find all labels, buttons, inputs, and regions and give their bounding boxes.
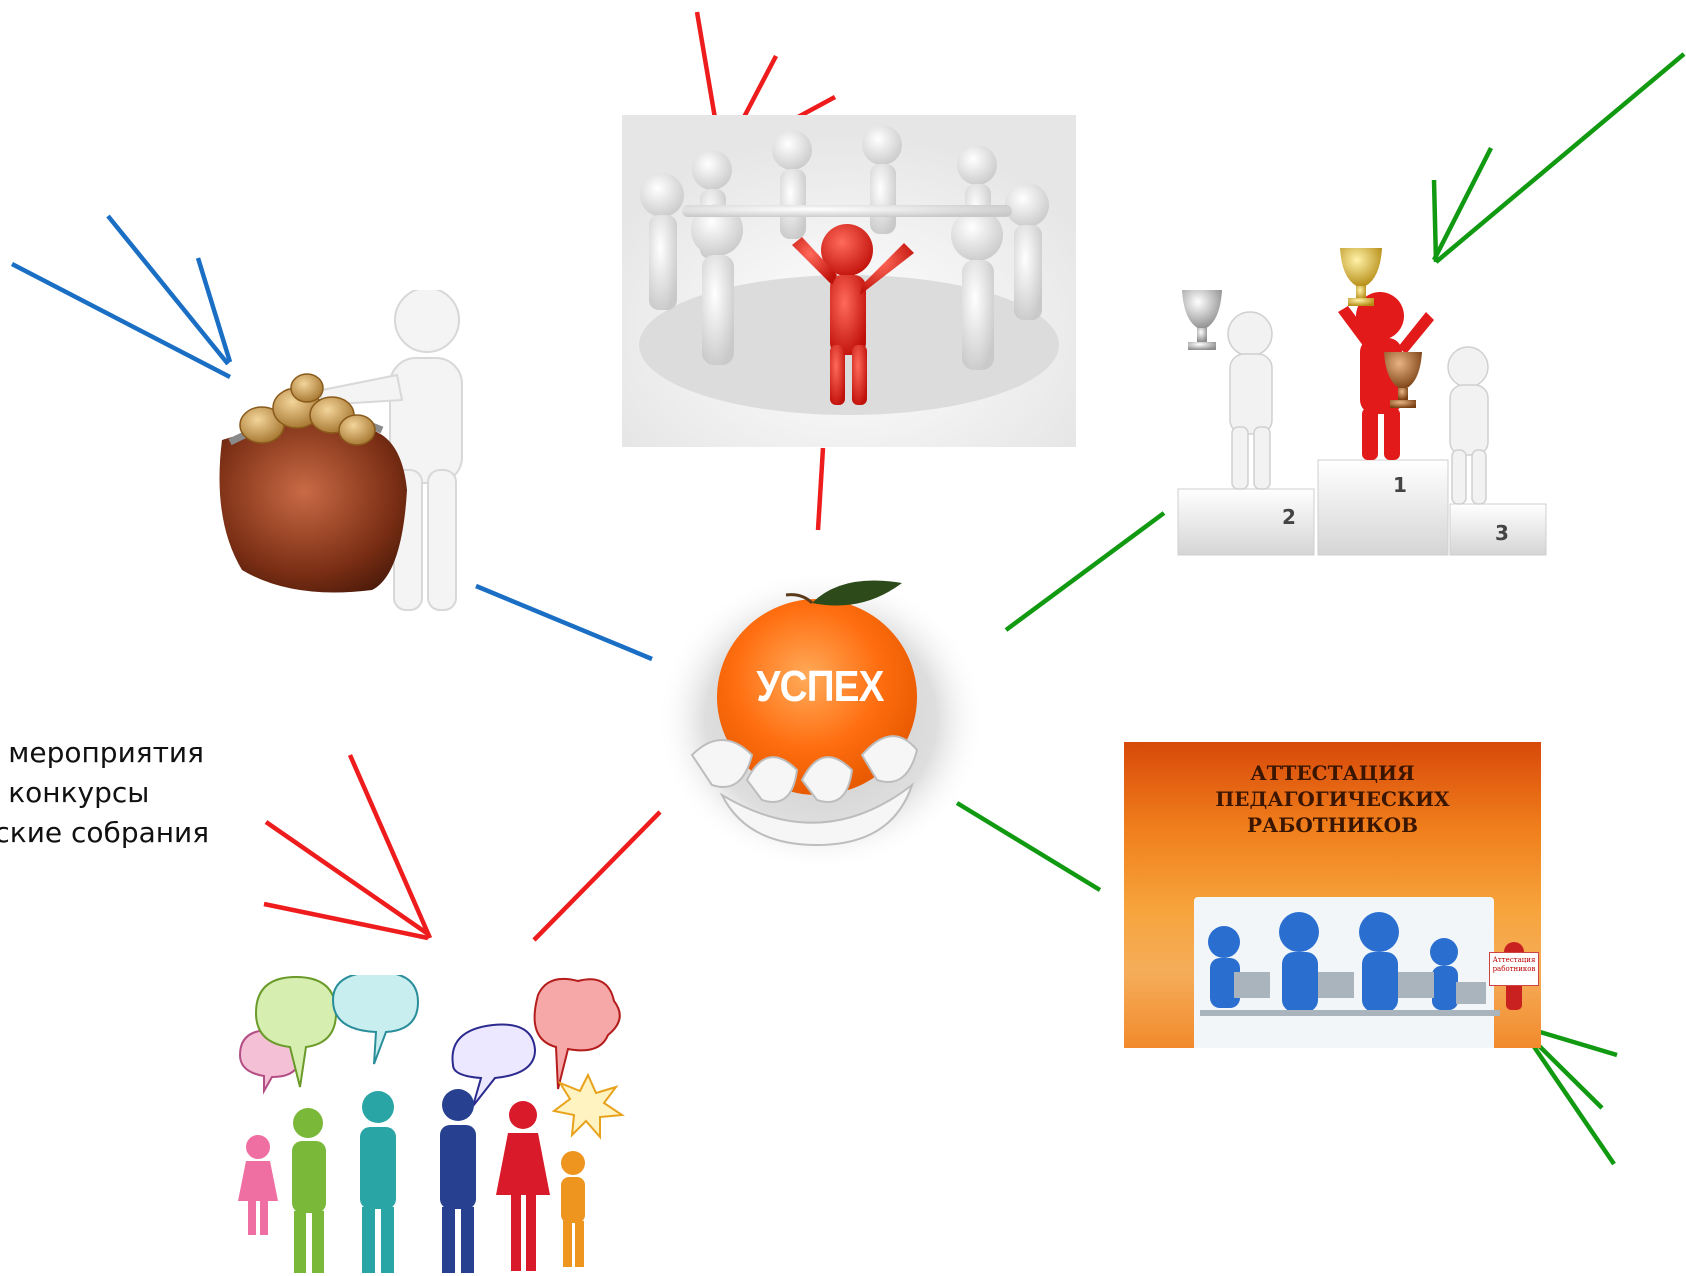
arrow-left-line bbox=[10, 262, 232, 379]
attestation-badge: Аттестация работников bbox=[1489, 952, 1539, 986]
banner-title-line: АТТЕСТАЦИЯ bbox=[1250, 761, 1415, 785]
arrow-top-right-line bbox=[1431, 179, 1439, 263]
connector-top-right bbox=[1004, 511, 1166, 632]
banner-title: АТТЕСТАЦИЯ ПЕДАГОГИЧЕСКИХ РАБОТНИКОВ bbox=[1124, 760, 1541, 838]
center-label: УСПЕХ bbox=[756, 662, 884, 711]
connector-bottom-right bbox=[955, 801, 1102, 892]
family-speech-bubbles-icon bbox=[238, 975, 625, 1273]
arrow-top-right-line bbox=[1431, 146, 1494, 262]
podium-place-3: 3 bbox=[1495, 521, 1509, 545]
arrow-left-line bbox=[106, 214, 230, 366]
banner-title-line: ПЕДАГОГИЧЕСКИХ bbox=[1215, 787, 1450, 811]
attestation-banner-icon: АТТЕСТАЦИЯ ПЕДАГОГИЧЕСКИХ РАБОТНИКОВ Атт… bbox=[1124, 742, 1541, 1048]
connector-top bbox=[815, 447, 826, 531]
event-list: ые мероприятия ые конкурсы льские собран… bbox=[0, 733, 340, 853]
connector-bottom-left bbox=[532, 810, 662, 942]
arrow-bottom-left-line bbox=[263, 901, 429, 941]
arrow-bottom-left-line bbox=[264, 820, 430, 936]
podium-place-1: 1 bbox=[1393, 473, 1407, 497]
podium-place-2: 2 bbox=[1282, 505, 1296, 529]
badge-line: работников bbox=[1492, 965, 1536, 973]
list-item: льские собрания bbox=[0, 816, 210, 849]
list-item: ые конкурсы bbox=[0, 776, 150, 809]
team-circle-leader-icon bbox=[622, 115, 1076, 447]
connector-left bbox=[475, 583, 653, 662]
purse-money-icon bbox=[219, 290, 463, 611]
arrow-bottom-left-line bbox=[347, 754, 433, 939]
list-item: ые мероприятия bbox=[0, 736, 204, 769]
orange-in-hand-icon bbox=[656, 570, 986, 870]
podium-winners-icon: 2 1 3 bbox=[1177, 248, 1547, 556]
arrow-left-line bbox=[195, 257, 233, 363]
arrow-top-right-line bbox=[1434, 52, 1686, 264]
arrow-bottom-right-line bbox=[1522, 1030, 1616, 1166]
badge-line: Аттестация bbox=[1492, 956, 1536, 964]
banner-title-line: РАБОТНИКОВ bbox=[1246, 813, 1419, 837]
